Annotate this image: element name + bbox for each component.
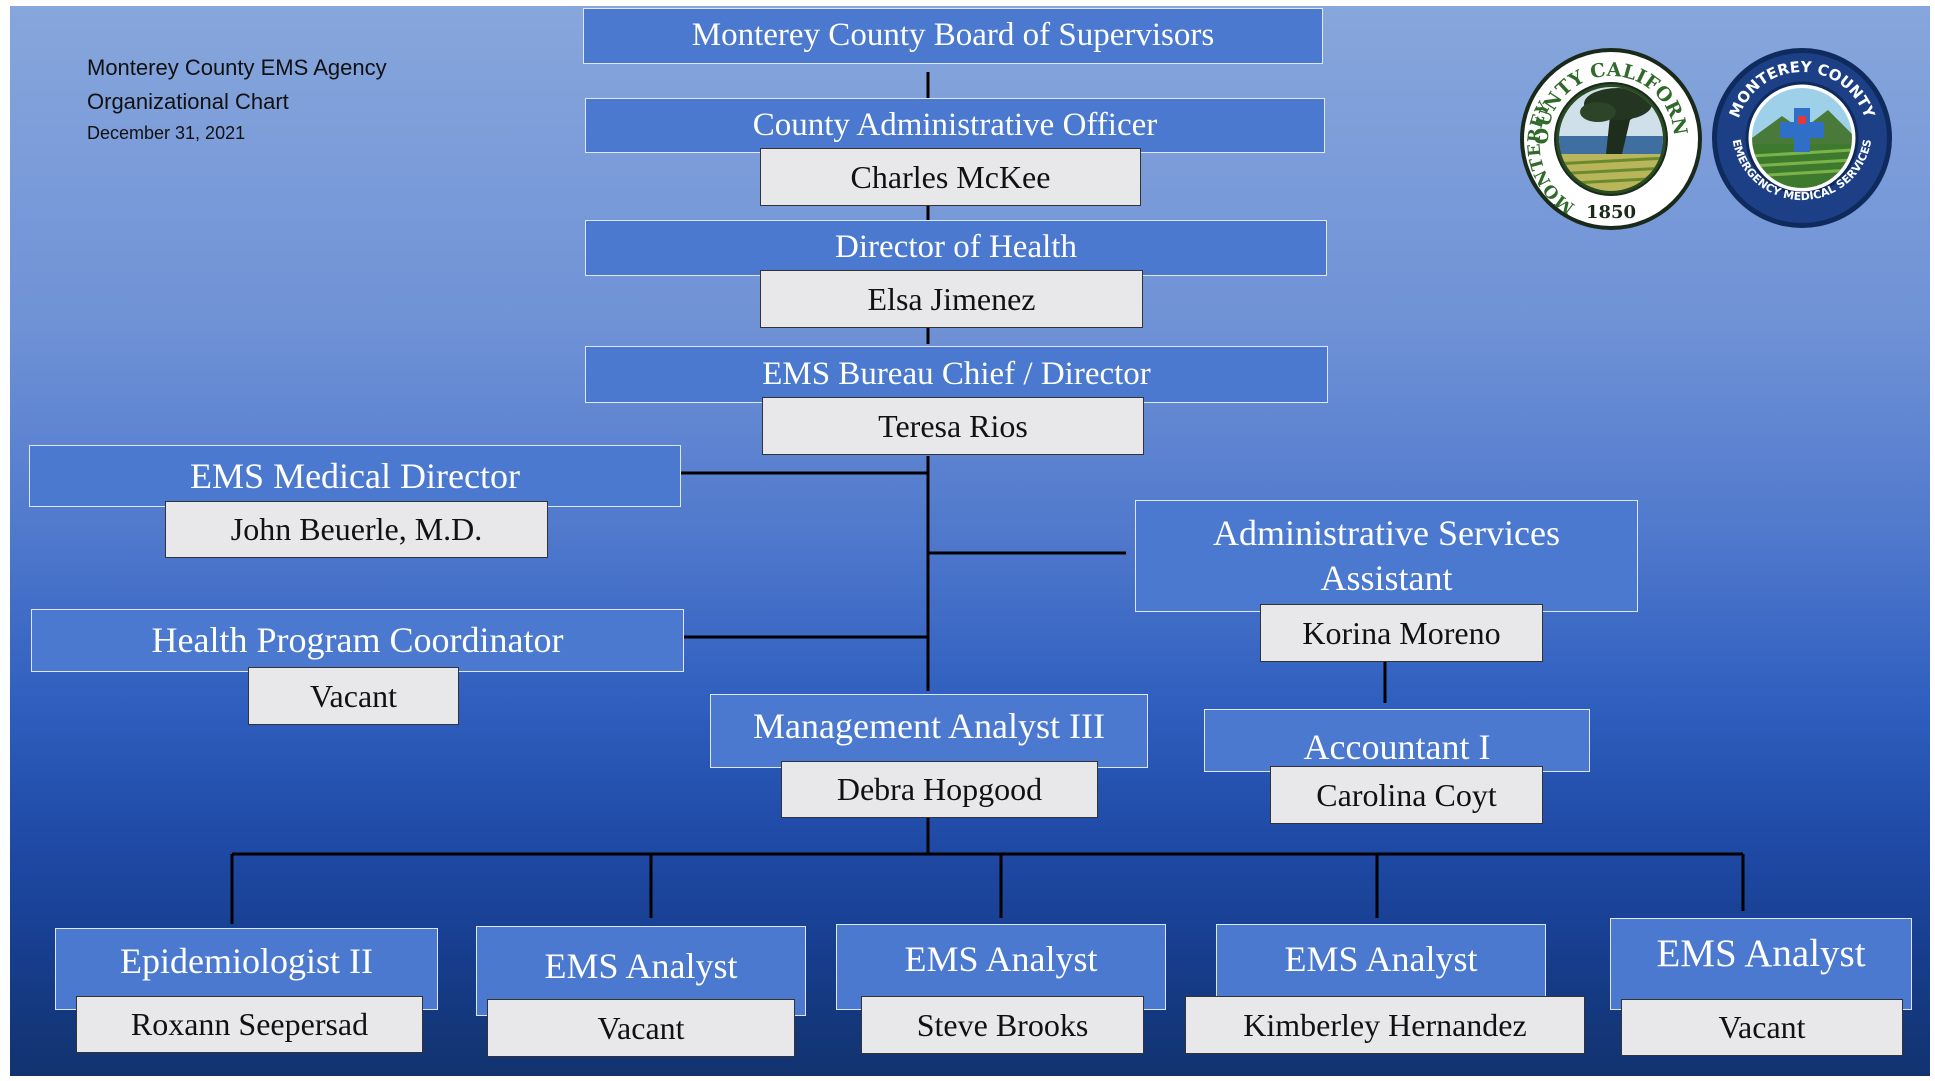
- cao-name-box: Charles McKee: [760, 148, 1141, 206]
- health-name-box: Elsa Jimenez: [760, 270, 1143, 328]
- accountant-title-box: Accountant I: [1204, 709, 1590, 772]
- ems-seal-logo: MONTEREY COUNTY EMERGENCY MEDICAL SERVIC…: [1712, 48, 1892, 228]
- connector-lines: [230, 72, 1745, 924]
- cao-title-box: County Administrative Officer: [585, 98, 1325, 153]
- bureau-name-box: Teresa Rios: [762, 397, 1144, 455]
- epidemiologist-name-box: Roxann Seepersad: [76, 996, 423, 1053]
- ems-analyst-4-name-box: Vacant: [1621, 999, 1903, 1056]
- county-seal-logo: COUNTY CALIFORNIA MONTEREY 1850: [1518, 46, 1702, 230]
- bureau-title-box: EMS Bureau Chief / Director: [585, 346, 1328, 403]
- ems-analyst-2-title-box: EMS Analyst: [836, 924, 1166, 1010]
- health-title-box: Director of Health: [585, 220, 1327, 276]
- chart-heading-line1: Monterey County EMS Agency: [87, 55, 387, 80]
- accountant-name-box: Carolina Coyt: [1270, 766, 1543, 824]
- ems-analyst-2-name-box: Steve Brooks: [861, 996, 1144, 1054]
- hpc-name-box: Vacant: [248, 667, 459, 725]
- ma3-name-box: Debra Hopgood: [781, 761, 1098, 818]
- ems-analyst-3-name-box: Kimberley Hernandez: [1185, 996, 1585, 1054]
- asa-name-box: Korina Moreno: [1260, 604, 1543, 662]
- hpc-title-box: Health Program Coordinator: [31, 609, 684, 672]
- county-seal-year: 1850: [1586, 202, 1636, 223]
- chart-heading-line2: Organizational Chart: [87, 89, 289, 114]
- medical-director-title-box: EMS Medical Director: [29, 445, 681, 507]
- ems-analyst-4-title-box: EMS Analyst: [1610, 918, 1912, 1010]
- board-title-box: Monterey County Board of Supervisors: [583, 8, 1323, 64]
- medical-director-name-box: John Beuerle, M.D.: [165, 501, 548, 558]
- chart-date: December 31, 2021: [87, 123, 246, 143]
- org-chart-canvas: Monterey County EMS Agency Organizationa…: [10, 6, 1930, 1076]
- ma3-title-box: Management Analyst III: [710, 694, 1148, 768]
- asa-title-box: Administrative Services Assistant: [1135, 500, 1638, 612]
- ems-analyst-1-name-box: Vacant: [487, 999, 795, 1057]
